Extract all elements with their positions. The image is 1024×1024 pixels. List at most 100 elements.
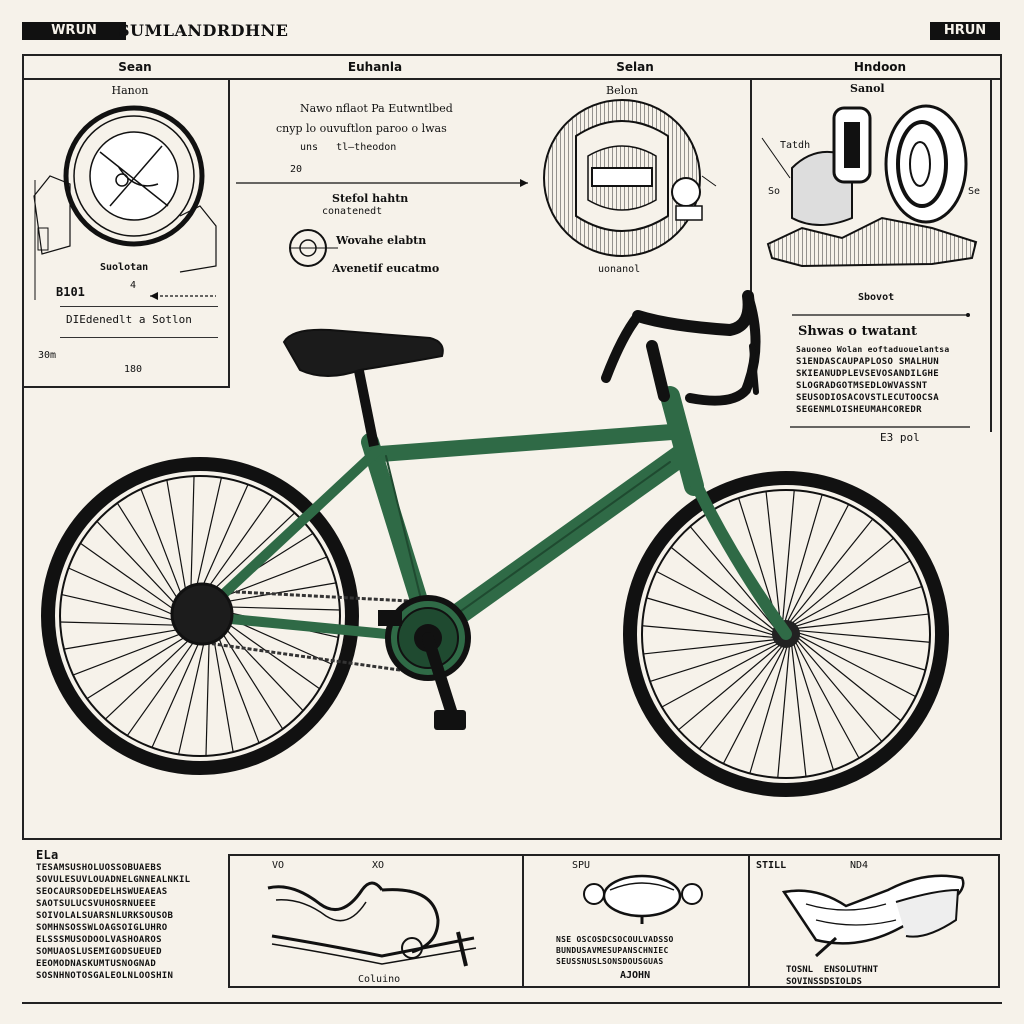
bottom-text-line: SOIVOLALSUARSNLURKSOUSOB: [36, 911, 174, 921]
wheel-spoke: [205, 638, 210, 756]
wheel-spoke: [166, 479, 188, 597]
wheel-spoke: [794, 641, 860, 759]
wheel-spoke: [777, 645, 791, 778]
seatpost: [353, 365, 379, 447]
note-line-2: cnyp lo ouvuftlon paroo o lwas: [276, 122, 447, 135]
wheel-spoke: [795, 586, 923, 627]
wheel-spoke: [151, 639, 201, 748]
wheel-spoke: [63, 628, 181, 650]
panel-saddle-label-right: ND4: [850, 860, 869, 871]
column-label-1: Sean: [118, 60, 152, 74]
panel-seat-line: BUNDUSAVMESUPANSCHNIEC: [556, 946, 669, 955]
seat-detail-illustration: [583, 874, 703, 924]
vertical-guide-line: [34, 180, 36, 300]
spec-line: SEGENMLOISHEUMAHCOREDR: [796, 405, 922, 415]
wheel-spoke: [689, 526, 776, 629]
panel-handlebar-detail: [228, 854, 524, 988]
wheel-spoke: [223, 620, 320, 690]
spec-line: SLOGRADGOTMSEDLOWVASSNT: [796, 381, 928, 391]
wheel-spoke: [791, 537, 894, 624]
panel-hub-scale-bottom: 180: [124, 364, 143, 375]
panel-seat-lines: NSE OSCOSDCSOCOULVADSSO BUNDUSAVMESUPANS…: [556, 934, 736, 967]
wheel-spoke: [104, 637, 192, 720]
wheel-spoke: [797, 637, 902, 722]
rear-cassette: [170, 582, 234, 646]
wheel-spoke: [194, 477, 223, 593]
wheel-spoke: [670, 546, 775, 631]
wheel-spoke: [190, 476, 195, 594]
wheel-spoke: [786, 504, 850, 623]
note-2a: Wovahe elabtn: [336, 234, 427, 247]
handlebar-detail-illustration: [267, 881, 477, 967]
saddle: [282, 328, 444, 377]
panel-hub-detail: [22, 80, 230, 388]
spec-line: S1ENDASCAUPAPLOSO SMALHUN: [796, 357, 939, 367]
wheel-spoke: [204, 496, 274, 593]
wheel-spoke: [796, 639, 883, 742]
saddle-detail-illustration: [781, 874, 965, 958]
spec-line: SEUSODIOSACOVSTLECUTOOCSA: [796, 393, 939, 403]
wheel-spoke: [60, 621, 178, 626]
header-tag-left: WRUN: [22, 22, 126, 40]
wheel-spoke: [698, 645, 783, 750]
drivetrain-sphere-illustration: [543, 99, 717, 257]
bearing-icon: [289, 229, 338, 267]
wheel-spoke: [61, 593, 177, 622]
panel-saddle-caption-2: SOVINSSDSIOLDS: [786, 977, 862, 987]
panel-hub-heading: Hanon: [111, 84, 149, 97]
bottom-text-line: EEOMODNASKUMTUSNOGNAD: [36, 959, 157, 969]
wheel-spoke: [656, 570, 775, 634]
panel-right-label-small-2: Se: [968, 186, 981, 197]
spec-line: Sauoneo Wolan eoftaduouelantsa: [796, 345, 950, 354]
note-line-3: uns tl—theodon: [300, 142, 397, 153]
wheel-spoke: [222, 606, 340, 611]
leader-marker: 20: [290, 164, 303, 175]
panel-saddle-detail: [750, 854, 1000, 988]
wheel-spoke: [797, 632, 926, 671]
wheel-spoke: [212, 635, 234, 753]
wheel-spoke: [797, 634, 916, 698]
header-tag-right: HRUN: [930, 22, 1000, 40]
wheel-spoke: [96, 520, 179, 608]
wheel-spoke: [643, 639, 776, 655]
panel-seat-detail: [524, 854, 750, 988]
page-title: SUMLANDRDHNE: [118, 21, 289, 40]
spec-rule-top: [792, 313, 970, 317]
bottom-text-heading: ELa: [36, 848, 59, 862]
panel-handlebar-caption: Coluino: [358, 974, 401, 985]
wheel-spoke: [661, 642, 779, 708]
note-line-1: Nawo nflaot Pa Eutwntlbed: [300, 102, 453, 115]
handlebar: [601, 290, 761, 406]
bottom-text-line: TESAMSUSHOLUOSSOBUAEBS: [36, 863, 162, 873]
panel-sphere-heading: Belon: [606, 84, 638, 97]
bottom-text-line: SEOCAURSODEDELHSWUEAEAS: [36, 887, 168, 897]
wheel-spoke: [796, 613, 929, 629]
leader-line: [236, 179, 528, 187]
main-frame: [22, 54, 1002, 840]
wheel-spoke: [649, 641, 777, 682]
wheel-spoke: [199, 484, 249, 593]
panel-right-caption: Sbovot: [858, 292, 895, 303]
column-label-4: Hndoon: [853, 60, 907, 74]
note-2b: Avenetif eucatmo: [332, 262, 440, 275]
panel-seat-line: SEUSSNUSLSONSDOUSGUAS: [556, 957, 664, 966]
wheel-spoke: [68, 567, 177, 617]
panel-right-label-left: Tatdh: [780, 140, 811, 151]
bottom-text-line: ELSSSMUSODOOLVASHOAROS: [36, 935, 162, 945]
chain: [199, 588, 429, 676]
panel-handlebar-label-left: VO: [272, 860, 285, 871]
column-label-3: Selan: [616, 60, 654, 74]
wheel-spoke: [116, 502, 181, 603]
wheel-spoke: [216, 632, 260, 744]
wheel-hub-illustration: [33, 105, 217, 273]
wheel-spoke: [765, 491, 781, 624]
panel-hub-ref-mark: 4: [130, 280, 137, 291]
spec-line: SKIEANUDPLEVSEVOSANDILGHE: [796, 369, 939, 379]
bottom-text-line: SAOTSULUCSVUHOSRNUEEE: [36, 899, 157, 909]
crank-assembly-illustration: [761, 104, 978, 268]
spec-rule-bottom: [790, 426, 970, 428]
wheel-spoke: [72, 632, 184, 676]
wheel-spoke: [678, 644, 781, 731]
panel-seat-label: SPU: [572, 860, 591, 871]
panel-seat-caption: AJOHN: [620, 970, 651, 981]
